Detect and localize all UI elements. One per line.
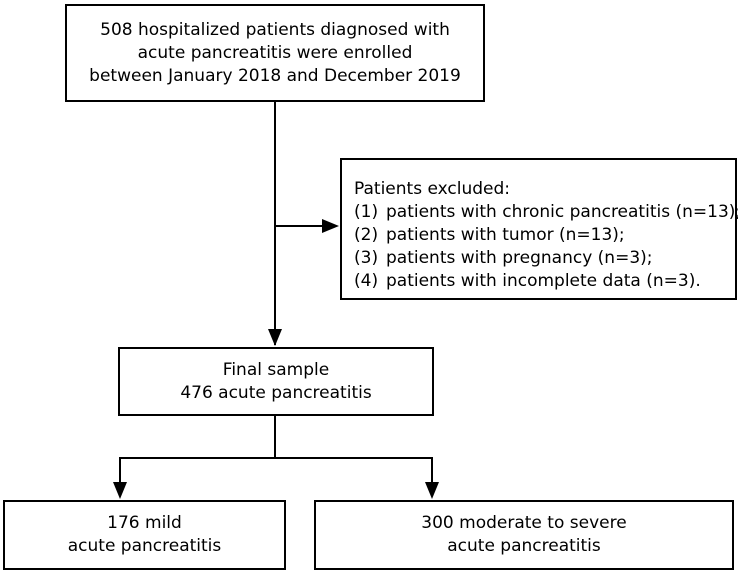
excluded-item-text: patients with tumor (n=13); <box>386 225 625 245</box>
excluded-item-number: (4) <box>354 271 379 291</box>
excluded-item-4: (4) patients with incomplete data (n=3). <box>354 270 735 293</box>
moderate-severe-pancreatitis-box: 300 moderate to severe acute pancreatiti… <box>314 500 734 570</box>
enrolled-line-1: 508 hospitalized patients diagnosed with <box>100 19 450 40</box>
mild-line-2: acute pancreatitis <box>67 536 222 556</box>
excluded-heading: Patients excluded: <box>354 179 510 199</box>
mild-line-1: 176 mild <box>107 513 182 533</box>
excluded-item-1: (1) patients with chronic pancreatitis (n… <box>354 201 738 224</box>
excluded-item-number: (3) <box>354 248 379 268</box>
excluded-item-text: patients with chronic pancreatitis (n=13… <box>386 202 738 222</box>
severe-line-1: 300 moderate to severe <box>421 513 627 533</box>
excluded-item-3: (3) patients with pregnancy (n=3); <box>354 247 735 270</box>
severe-line-2: acute pancreatitis <box>447 536 601 556</box>
mild-pancreatitis-box: 176 mild acute pancreatitis <box>3 500 286 570</box>
final-sample-box: Final sample 476 acute pancreatitis <box>118 347 434 416</box>
enrolled-line-2: acute pancreatitis were enrolled <box>137 42 413 63</box>
excluded-item-text: patients with incomplete data (n=3). <box>386 271 701 291</box>
enrolled-patients-box: 508 hospitalized patients diagnosed with… <box>65 4 485 102</box>
arrowhead-mild <box>113 482 127 499</box>
arrowhead-excluded <box>322 219 339 233</box>
arrowhead-final <box>268 329 282 346</box>
excluded-item-number: (1) <box>354 202 379 222</box>
final-line-2: 476 acute pancreatitis <box>180 382 372 403</box>
excluded-item-number: (2) <box>354 225 379 245</box>
arrowhead-severe <box>425 482 439 499</box>
enrolled-line-3: between January 2018 and December 2019 <box>89 65 461 86</box>
excluded-item-text: patients with pregnancy (n=3); <box>386 248 653 268</box>
final-line-1: Final sample <box>222 359 330 380</box>
excluded-item-2: (2) patients with tumor (n=13); <box>354 224 735 247</box>
excluded-patients-box: Patients excluded: (1) patients with chro… <box>340 158 738 300</box>
